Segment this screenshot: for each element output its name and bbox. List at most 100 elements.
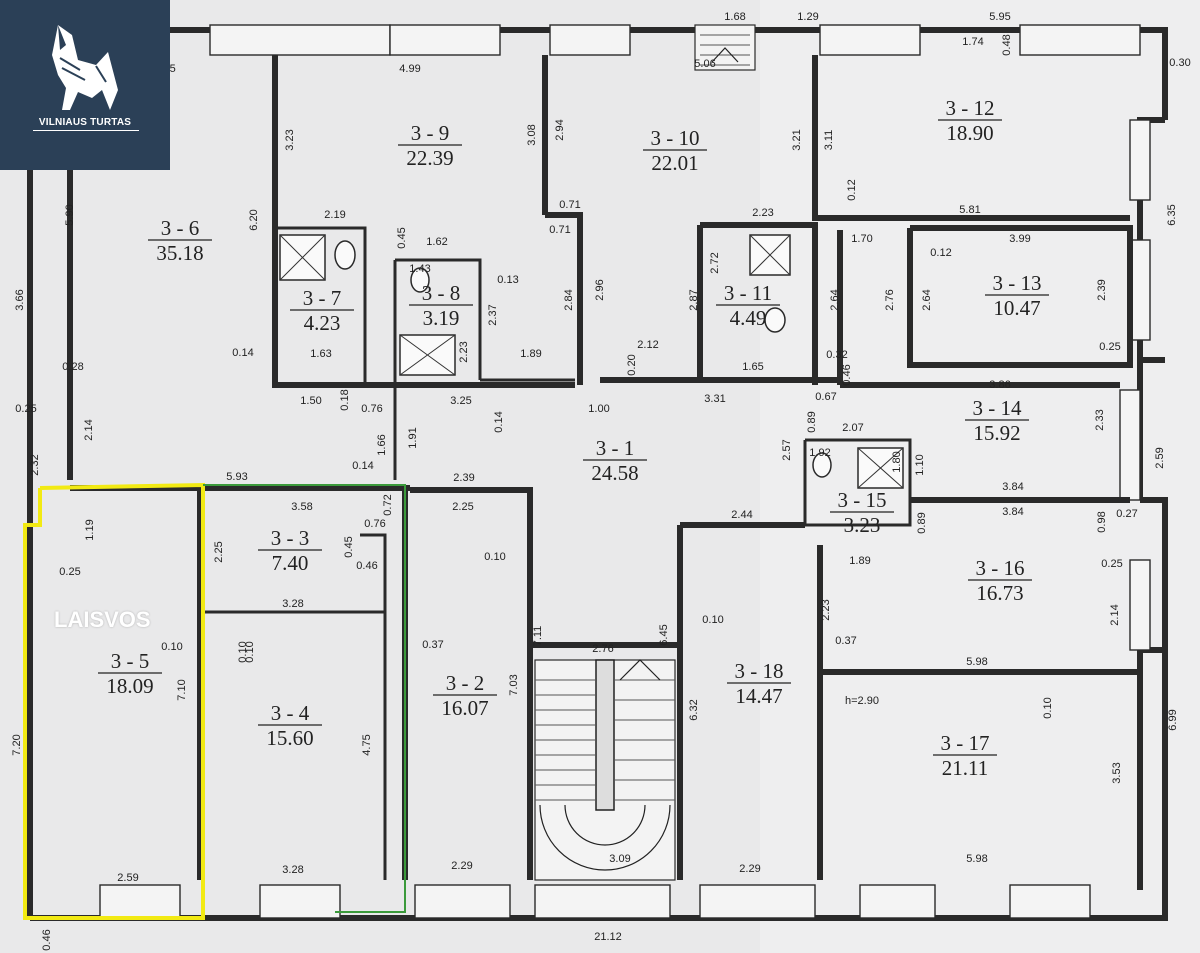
room-label: 3 - 83.19 [409, 281, 473, 330]
room-label: 3 - 153.23 [830, 488, 894, 537]
dimension-label: 1.89 [520, 348, 541, 360]
dimension-label: 1.62 [426, 236, 447, 248]
dimension-label: 3.08 [526, 124, 538, 145]
room-area: 18.90 [946, 121, 993, 145]
green-outline [203, 484, 406, 913]
dimension-label: 2.37 [487, 304, 499, 325]
dimension-label: 0.76 [364, 518, 385, 530]
dimension-label: 3.09 [609, 853, 630, 865]
dimension-label: 0.76 [361, 403, 382, 415]
dimension-label: 0.48 [1001, 34, 1013, 55]
room-label: 3 - 114.49 [716, 281, 780, 330]
dimension-label: 2.25 [213, 541, 225, 562]
dimension-label: 0.30 [1169, 57, 1190, 69]
dimension-label: 0.46 [356, 560, 377, 572]
dimension-label: 0.12 [930, 247, 951, 259]
dimension-label: 2.57 [781, 439, 793, 460]
room-label: 3 - 216.07 [433, 671, 497, 720]
room-number: 3 - 1 [596, 436, 635, 460]
dimension-label: 2.29 [739, 863, 760, 875]
dimension-label: 5.81 [959, 204, 980, 216]
dimension-label: 2.64 [829, 289, 841, 310]
room-labels: 3 - 124.58 3 - 216.07 3 - 37.40 3 - 415.60 3… [98, 96, 1049, 780]
dimension-label: 0.10 [244, 641, 256, 662]
dimension-label: 7.10 [176, 679, 188, 700]
bottom-windows [99, 884, 1091, 919]
dimension-label: 0.25 [1101, 558, 1122, 570]
dimension-label: 3.58 [291, 501, 312, 513]
dimension-label: 6.45 [658, 624, 670, 645]
main-staircase [534, 659, 676, 881]
dimension-label: 0.72 [382, 494, 394, 515]
room-area: 3.23 [844, 513, 881, 537]
dimension-label: 5.98 [966, 853, 987, 865]
dimension-label: 2.59 [1154, 447, 1166, 468]
room-number: 3 - 3 [271, 526, 310, 550]
dimension-label: 2.25 [452, 501, 473, 513]
dimension-label: 0.46 [41, 929, 53, 950]
dimension-label: 2.72 [709, 252, 721, 273]
room-area: 15.92 [973, 421, 1020, 445]
dimension-label: 1.70 [851, 233, 872, 245]
dimension-label: 0.10 [484, 551, 505, 563]
room-area: 4.49 [730, 306, 767, 330]
dimension-label: 0.25 [15, 403, 36, 415]
room-area: 3.19 [423, 306, 460, 330]
dimension-label: 1.10 [914, 454, 926, 475]
dimension-label: 1.66 [376, 434, 388, 455]
dimension-label: 2.64 [921, 289, 933, 310]
dimension-labels: 1.681.295.953.954.995.061.740.480.302.72… [11, 11, 1191, 951]
room-number: 3 - 2 [446, 671, 485, 695]
dimension-label: 2.29 [451, 860, 472, 872]
dimension-label: 3.66 [14, 289, 26, 310]
dimension-label: 2.39 [453, 472, 474, 484]
dimension-label: 2.23 [820, 599, 832, 620]
dimension-label: 0.67 [815, 391, 836, 403]
dimension-label: 0.27 [1116, 508, 1137, 520]
room-number: 3 - 5 [111, 649, 150, 673]
dimension-label: 2.44 [731, 509, 752, 521]
dimension-label: 7.20 [11, 734, 23, 755]
dimension-label: 2.12 [637, 339, 658, 351]
logo: VILNIAUS TURTAS [0, 0, 170, 170]
dimension-label: 2.59 [117, 872, 138, 884]
dimension-label: 0.25 [59, 566, 80, 578]
wolf-icon [52, 25, 118, 110]
room-label: 3 - 74.23 [290, 286, 354, 335]
logo-text: VILNIAUS TURTAS [38, 117, 132, 128]
status-text: LAISVOS [54, 607, 151, 632]
dimension-label: 7.11 [532, 626, 544, 647]
dimension-label: 2.19 [324, 209, 345, 221]
dimension-label: 0.46 [841, 364, 853, 385]
dimension-label: 1.68 [724, 11, 745, 23]
dimension-label: 1.63 [310, 348, 331, 360]
dimension-label: 0.20 [626, 354, 638, 375]
dimension-label: 2.76 [884, 289, 896, 310]
dimension-label: 0.89 [916, 512, 928, 533]
room-area: 18.09 [106, 674, 153, 698]
dimension-label: 3.84 [1002, 506, 1023, 518]
dimension-label: 2.23 [458, 341, 470, 362]
room-label: 3 - 37.40 [258, 526, 322, 575]
dimension-label: 5.98 [966, 656, 987, 668]
dimension-label: 0.28 [62, 361, 83, 373]
dimension-label: 0.45 [396, 227, 408, 248]
dimension-label: 3.21 [791, 129, 803, 150]
room-area: 24.58 [591, 461, 638, 485]
room-number: 3 - 15 [838, 488, 887, 512]
dimension-label: 3.31 [704, 393, 725, 405]
dimension-label: 0.71 [559, 199, 580, 211]
dimension-label: 2.76 [592, 643, 613, 655]
dimension-label: 0.12 [846, 179, 858, 200]
dimension-label: 2.96 [594, 279, 606, 300]
dimension-label: 0.37 [422, 639, 443, 651]
available-area-outline [23, 482, 205, 920]
room-area: 7.40 [272, 551, 309, 575]
room-label: 3 - 415.60 [258, 701, 322, 750]
room-area: 16.07 [441, 696, 488, 720]
dimension-label: 3.25 [450, 395, 471, 407]
dimension-label: 3.28 [282, 598, 303, 610]
